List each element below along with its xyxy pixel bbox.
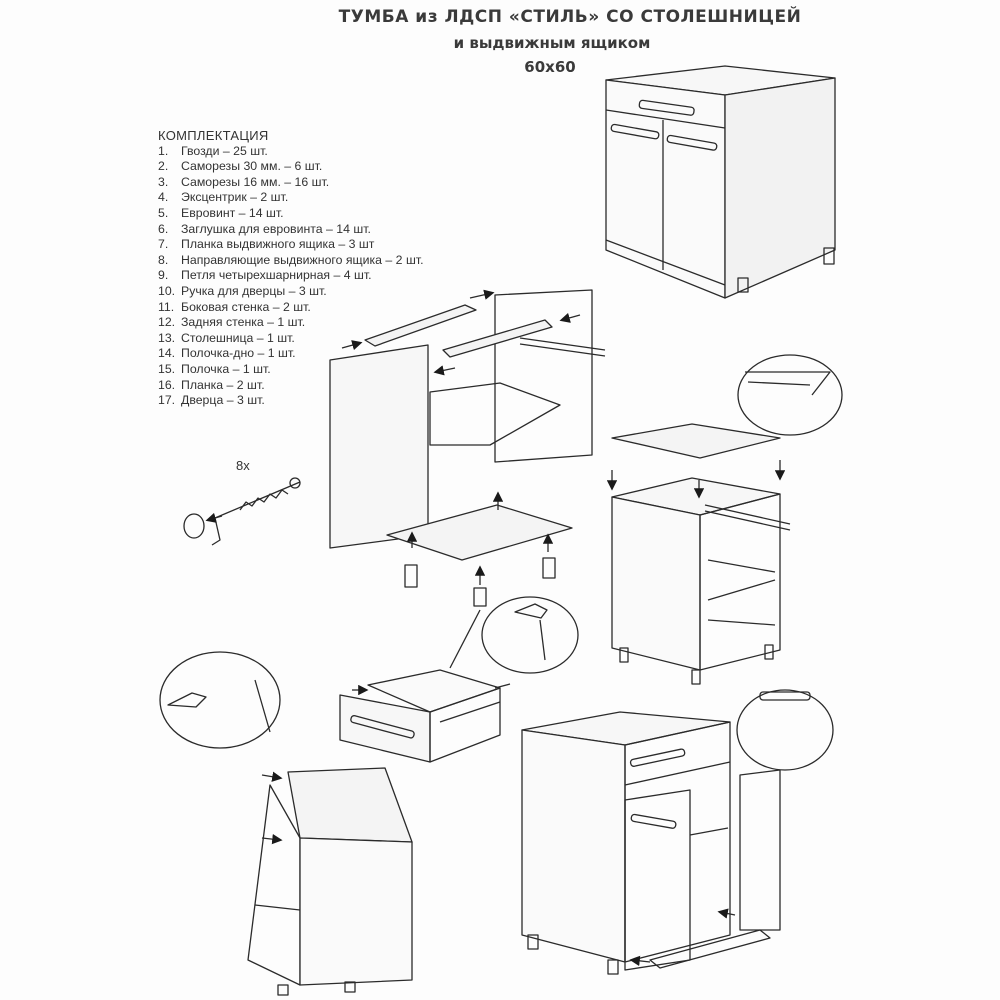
parts-item-number: 16. bbox=[158, 377, 176, 392]
parts-item-text: Столешница – 1 шт. bbox=[181, 330, 295, 345]
parts-item-text: Планка выдвижного ящика – 3 шт bbox=[181, 237, 375, 252]
title-size: 60x60 bbox=[524, 58, 576, 76]
parts-item-text: Эксцентрик – 2 шт. bbox=[181, 190, 289, 205]
parts-item: 8. Направляющие выдвижного ящика – 2 шт. bbox=[158, 253, 488, 269]
parts-item-text: Гвозди – 25 шт. bbox=[181, 143, 268, 158]
parts-item-number: 10. bbox=[158, 283, 176, 298]
parts-item-text: Дверца – 3 шт. bbox=[181, 393, 265, 408]
parts-item-number: 4. bbox=[158, 190, 169, 205]
parts-item-number: 7. bbox=[158, 237, 169, 252]
parts-item: 15. Полочка – 1 шт. bbox=[158, 362, 488, 378]
parts-item-text: Полочка-дно – 1 шт. bbox=[181, 346, 296, 361]
parts-heading: КОМПЛЕКТАЦИЯ bbox=[158, 128, 269, 143]
parts-item-number: 1. bbox=[158, 143, 169, 158]
parts-list: КОМПЛЕКТАЦИЯ 1. Гвозди – 25 шт. 2. Саморезы… bbox=[158, 128, 488, 409]
back-panel-nailing bbox=[159, 651, 413, 996]
parts-item-text: Ручка для дверцы – 3 шт. bbox=[181, 283, 327, 298]
parts-item-number: 5. bbox=[158, 205, 169, 220]
parts-item: 16. Планка – 2 шт. bbox=[158, 378, 488, 394]
parts-item-number: 8. bbox=[158, 252, 169, 267]
parts-item: 14. Полочка-дно – 1 шт. bbox=[158, 346, 488, 362]
parts-item-number: 9. bbox=[158, 268, 169, 283]
parts-item-text: Заглушка для евровинта – 14 шт. bbox=[181, 221, 371, 236]
parts-item-number: 13. bbox=[158, 330, 176, 345]
parts-item-number: 2. bbox=[158, 159, 169, 174]
parts-item: 13. Столешница – 1 шт. bbox=[158, 331, 488, 347]
parts-item: 2. Саморезы 30 мм. – 6 шт. bbox=[158, 159, 488, 175]
parts-item: 3. Саморезы 16 мм. – 16 шт. bbox=[158, 175, 488, 191]
parts-item-text: Саморезы 30 мм. – 6 шт. bbox=[181, 159, 323, 174]
parts-item-number: 15. bbox=[158, 361, 176, 376]
parts-item: 11. Боковая стенка – 2 шт. bbox=[158, 300, 488, 316]
parts-item-number: 14. bbox=[158, 346, 176, 361]
finished-cabinet-view bbox=[605, 65, 836, 299]
drawer-assembly bbox=[339, 596, 579, 763]
parts-item-number: 12. bbox=[158, 315, 176, 330]
title-line-1: ТУМБА из ЛДСП «СТИЛЬ» СО СТОЛЕШНИЦЕЙ bbox=[338, 7, 802, 27]
parts-item-text: Петля четырехшарнирная – 4 шт. bbox=[181, 268, 372, 283]
parts-item-text: Планка – 2 шт. bbox=[181, 377, 265, 392]
screw-count-label: 8x bbox=[236, 458, 250, 473]
parts-items: 1. Гвозди – 25 шт. 2. Саморезы 30 мм. – 6 ш… bbox=[158, 144, 488, 409]
cabinet-door-installation bbox=[521, 689, 834, 975]
parts-item: 12. Задняя стенка – 1 шт. bbox=[158, 315, 488, 331]
parts-item-text: Направляющие выдвижного ящика – 2 шт. bbox=[181, 252, 424, 267]
parts-item: 17. Дверца – 3 шт. bbox=[158, 393, 488, 409]
parts-item: 5. Евровинт – 14 шт. bbox=[158, 206, 488, 222]
exploded-carcass bbox=[329, 289, 606, 607]
carcass-with-worktop bbox=[606, 354, 843, 685]
parts-item-number: 17. bbox=[158, 393, 176, 408]
screw-detail bbox=[183, 477, 301, 546]
parts-item: 10. Ручка для дверцы – 3 шт. bbox=[158, 284, 488, 300]
title-line-2: и выдвижным ящиком bbox=[453, 34, 651, 52]
parts-item: 4. Эксцентрик – 2 шт. bbox=[158, 190, 488, 206]
parts-item-number: 3. bbox=[158, 174, 169, 189]
parts-item-text: Задняя стенка – 1 шт. bbox=[181, 315, 306, 330]
parts-item: 1. Гвозди – 25 шт. bbox=[158, 144, 488, 160]
parts-item-text: Полочка – 1 шт. bbox=[181, 361, 271, 376]
parts-item: 9. Петля четырехшарнирная – 4 шт. bbox=[158, 268, 488, 284]
parts-item-text: Боковая стенка – 2 шт. bbox=[181, 299, 311, 314]
parts-item: 7. Планка выдвижного ящика – 3 шт bbox=[158, 237, 488, 253]
parts-item: 6. Заглушка для евровинта – 14 шт. bbox=[158, 222, 488, 238]
parts-item-number: 11. bbox=[158, 299, 175, 314]
parts-item-number: 6. bbox=[158, 221, 169, 236]
parts-item-text: Евровинт – 14 шт. bbox=[181, 205, 284, 220]
parts-item-text: Саморезы 16 мм. – 16 шт. bbox=[181, 174, 330, 189]
